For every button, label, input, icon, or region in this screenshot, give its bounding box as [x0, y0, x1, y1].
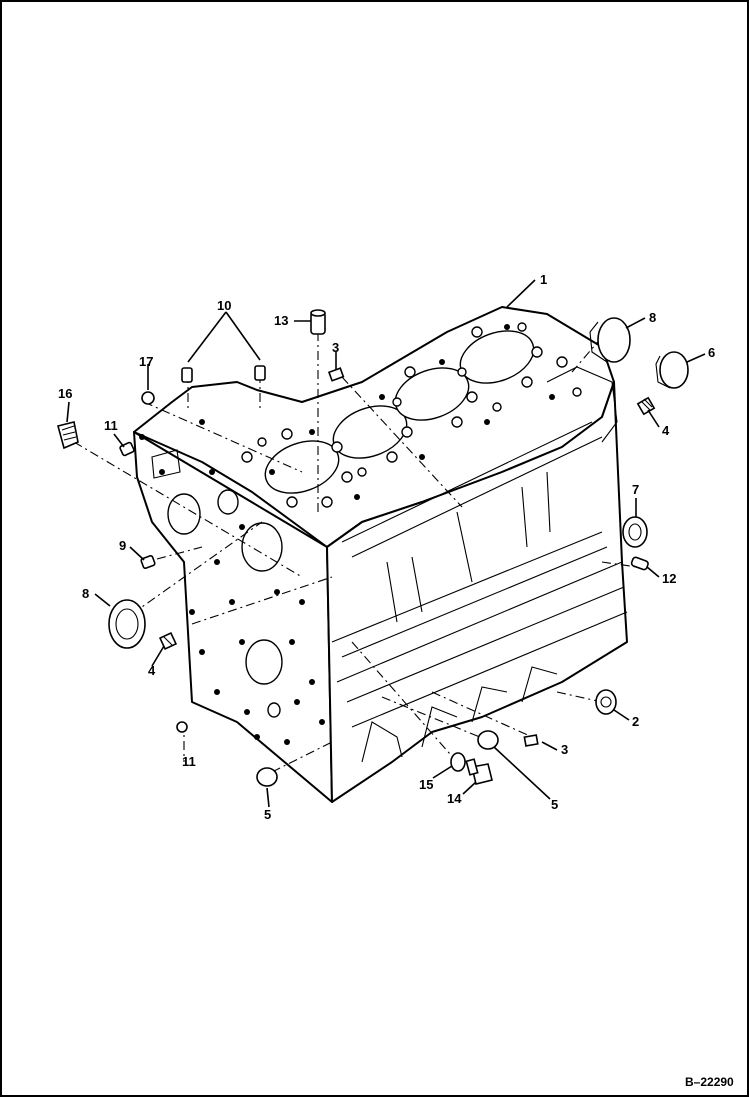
plug-screw-3-upper [327, 367, 345, 382]
dowel-pins-10 [181, 365, 266, 383]
loose-parts [57, 309, 689, 787]
deck-bolt-holes [241, 322, 582, 508]
seal-8-lower [108, 599, 146, 649]
sleeve-13 [310, 309, 326, 335]
fitting-16 [57, 421, 79, 450]
callout-3-lower: 3 [561, 742, 568, 757]
pin-11-lower [176, 721, 188, 733]
callout-5-left: 5 [264, 807, 271, 822]
pin-9 [140, 555, 156, 569]
callout-9: 9 [119, 538, 126, 553]
callout-12: 12 [662, 571, 676, 586]
plug-screw-4-upper [636, 396, 656, 416]
pin-12 [630, 556, 649, 571]
plug-screw-4-lower [158, 631, 178, 651]
plug-6 [655, 351, 689, 389]
plug-5-right [477, 730, 499, 750]
callout-11-upper: 11 [104, 418, 118, 433]
callout-4-lower: 4 [148, 663, 156, 678]
callout-1: 1 [540, 272, 547, 287]
callout-15: 15 [419, 777, 433, 792]
cylinder-block [133, 306, 628, 803]
callout-13: 13 [274, 313, 288, 328]
callout-10: 10 [217, 298, 231, 313]
callout-2: 2 [632, 714, 639, 729]
plug-screw-3-lower [523, 734, 539, 747]
plug-8-upper [589, 317, 631, 363]
washer-15 [450, 752, 466, 772]
figure-reference-code: B–22290 [685, 1075, 734, 1089]
callout-8-upper: 8 [649, 310, 656, 325]
callout-labels: 1 8 6 10 13 17 3 4 16 11 7 9 12 8 4 2 11… [58, 272, 715, 822]
leader-lines [66, 279, 706, 808]
callout-11-lower: 11 [182, 754, 196, 769]
callout-5-right: 5 [551, 797, 558, 812]
callout-16: 16 [58, 386, 72, 401]
plug-5-left [256, 767, 278, 787]
callout-8-lower: 8 [82, 586, 89, 601]
callout-7: 7 [632, 482, 639, 497]
cylinder-bores [264, 330, 535, 494]
bolt-14 [465, 758, 493, 785]
callout-14: 14 [447, 791, 462, 806]
plug-17 [141, 391, 155, 405]
callout-17: 17 [139, 354, 153, 369]
oil-seal-7 [622, 516, 648, 548]
plug-2 [595, 689, 617, 715]
callout-4-upper: 4 [662, 423, 670, 438]
callout-6: 6 [708, 345, 715, 360]
callout-3-upper: 3 [332, 340, 339, 355]
